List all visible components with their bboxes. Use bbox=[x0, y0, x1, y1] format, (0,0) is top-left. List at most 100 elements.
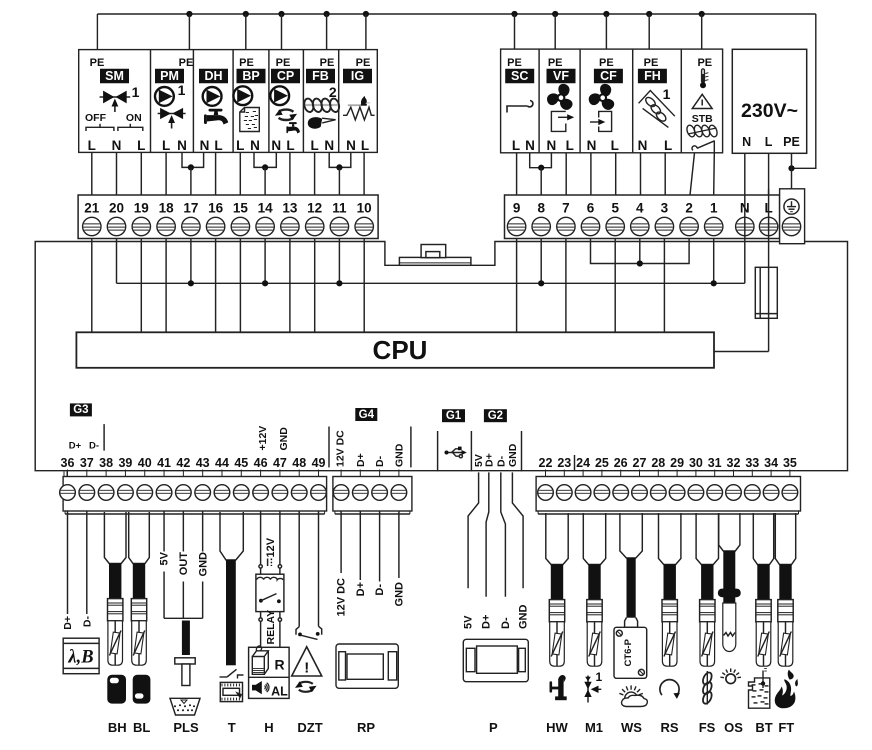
svg-text:L: L bbox=[236, 138, 244, 153]
svg-text:T: T bbox=[228, 720, 236, 735]
svg-text:12V: 12V bbox=[265, 537, 277, 557]
svg-text:D-: D- bbox=[89, 441, 99, 452]
svg-text:DH: DH bbox=[204, 69, 222, 83]
svg-text:27: 27 bbox=[633, 456, 647, 470]
svg-text:24: 24 bbox=[576, 456, 590, 470]
svg-text:ON: ON bbox=[126, 112, 142, 124]
svg-text:14: 14 bbox=[258, 201, 274, 216]
svg-text:19: 19 bbox=[134, 201, 149, 216]
svg-text:1: 1 bbox=[178, 82, 186, 98]
svg-text:31: 31 bbox=[708, 456, 722, 470]
svg-text:49: 49 bbox=[312, 456, 326, 470]
svg-text:PE: PE bbox=[90, 57, 105, 69]
svg-text:PE: PE bbox=[356, 57, 371, 69]
svg-text:36: 36 bbox=[61, 456, 75, 470]
svg-text:HW: HW bbox=[546, 720, 568, 735]
svg-text:L: L bbox=[765, 135, 773, 149]
svg-text:WS: WS bbox=[621, 720, 642, 735]
svg-text:35: 35 bbox=[783, 456, 797, 470]
svg-text:D+: D+ bbox=[355, 582, 367, 596]
svg-text:N: N bbox=[324, 138, 334, 153]
svg-text:11: 11 bbox=[332, 201, 347, 216]
svg-text:2: 2 bbox=[329, 84, 337, 100]
svg-text:L: L bbox=[286, 138, 294, 153]
svg-text:λ,B: λ,B bbox=[67, 648, 93, 668]
svg-text:SC: SC bbox=[511, 69, 528, 83]
svg-text:GND: GND bbox=[394, 582, 406, 607]
svg-text:VF: VF bbox=[553, 69, 569, 83]
svg-text:PE: PE bbox=[697, 57, 712, 69]
svg-text:33: 33 bbox=[745, 456, 759, 470]
svg-text:BT: BT bbox=[755, 720, 772, 735]
svg-text:N: N bbox=[525, 138, 535, 153]
svg-text:1: 1 bbox=[596, 670, 603, 684]
svg-text:D-: D- bbox=[495, 455, 507, 467]
svg-text:PE: PE bbox=[548, 57, 563, 69]
svg-text:L: L bbox=[310, 138, 318, 153]
svg-text:GND: GND bbox=[278, 427, 290, 451]
svg-text:D+: D+ bbox=[481, 615, 493, 629]
svg-text:L: L bbox=[566, 138, 574, 153]
svg-text:PE: PE bbox=[599, 57, 614, 69]
svg-text:44: 44 bbox=[215, 456, 229, 470]
svg-text:CF: CF bbox=[600, 69, 617, 83]
svg-text:38: 38 bbox=[99, 456, 113, 470]
svg-text:RS: RS bbox=[660, 720, 678, 735]
svg-text:12V DC: 12V DC bbox=[334, 430, 346, 467]
svg-text:PE: PE bbox=[276, 57, 291, 69]
svg-text:1: 1 bbox=[132, 84, 140, 100]
svg-text:PLS: PLS bbox=[173, 720, 199, 735]
svg-text:37: 37 bbox=[80, 456, 94, 470]
svg-text:OUT: OUT bbox=[178, 552, 190, 576]
svg-text:CPU: CPU bbox=[373, 335, 428, 365]
svg-text:D+: D+ bbox=[355, 453, 367, 467]
svg-text:L: L bbox=[162, 138, 170, 153]
svg-text:L: L bbox=[214, 138, 222, 153]
svg-text:N: N bbox=[587, 138, 597, 153]
svg-text:FB: FB bbox=[312, 69, 329, 83]
svg-text:N: N bbox=[638, 138, 648, 153]
svg-text:4: 4 bbox=[636, 201, 644, 216]
svg-text:34: 34 bbox=[764, 456, 778, 470]
svg-text:PE: PE bbox=[644, 57, 659, 69]
svg-text:IG: IG bbox=[351, 69, 364, 83]
svg-text:28: 28 bbox=[651, 456, 665, 470]
svg-text:12V DC: 12V DC bbox=[336, 578, 348, 617]
svg-text:PE: PE bbox=[239, 57, 254, 69]
svg-text:15: 15 bbox=[233, 201, 249, 216]
svg-text:13: 13 bbox=[282, 201, 298, 216]
svg-text:PE: PE bbox=[783, 135, 800, 149]
svg-text:N: N bbox=[177, 138, 187, 153]
svg-text:23: 23 bbox=[557, 456, 571, 470]
svg-text:OS: OS bbox=[724, 720, 743, 735]
svg-text:32: 32 bbox=[727, 456, 741, 470]
svg-text:AL: AL bbox=[271, 685, 288, 699]
svg-text:L: L bbox=[611, 138, 619, 153]
svg-text:D-: D- bbox=[374, 455, 386, 467]
svg-text:29: 29 bbox=[670, 456, 684, 470]
svg-text:GND: GND bbox=[507, 443, 519, 467]
svg-text:5V: 5V bbox=[159, 551, 171, 565]
svg-text:!: ! bbox=[304, 660, 309, 677]
svg-text:18: 18 bbox=[159, 201, 175, 216]
svg-text:RELAY: RELAY bbox=[265, 610, 277, 645]
svg-text:10: 10 bbox=[357, 201, 372, 216]
svg-text:+12V: +12V bbox=[257, 426, 269, 451]
svg-text:230V~: 230V~ bbox=[741, 100, 798, 122]
svg-text:26: 26 bbox=[614, 456, 628, 470]
svg-text:D-: D- bbox=[500, 617, 512, 629]
svg-text:DZT: DZT bbox=[297, 720, 322, 735]
svg-text:N: N bbox=[742, 135, 751, 149]
svg-text:D-: D- bbox=[374, 584, 386, 596]
svg-text:N: N bbox=[112, 138, 122, 153]
svg-text:5: 5 bbox=[611, 201, 619, 216]
svg-text:PE: PE bbox=[320, 57, 335, 69]
svg-text:CT6-P: CT6-P bbox=[623, 638, 634, 666]
svg-text:12: 12 bbox=[307, 201, 322, 216]
svg-text:46: 46 bbox=[254, 456, 268, 470]
svg-text:BH: BH bbox=[108, 720, 127, 735]
svg-text:G3: G3 bbox=[73, 404, 88, 416]
svg-text:H: H bbox=[264, 720, 273, 735]
svg-text:PE: PE bbox=[179, 57, 194, 69]
svg-text:P: P bbox=[489, 720, 498, 735]
